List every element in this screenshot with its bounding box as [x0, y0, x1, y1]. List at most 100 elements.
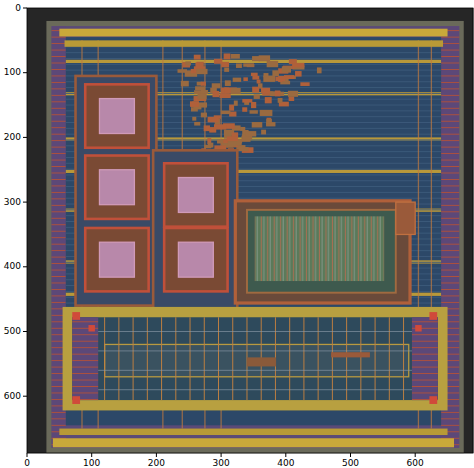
layout-image	[27, 8, 473, 453]
std-cell	[182, 62, 190, 67]
band-cell	[247, 357, 276, 366]
std-cell	[264, 73, 269, 77]
std-cell	[288, 91, 298, 97]
bond-pad	[85, 228, 148, 291]
x-tick-label: 300	[213, 459, 230, 468]
std-cell	[272, 70, 279, 76]
std-cell	[261, 88, 270, 94]
band-wire	[104, 317, 105, 400]
corner-via	[72, 312, 80, 320]
band-wire	[232, 317, 233, 400]
std-cell	[221, 62, 229, 67]
band-rail	[72, 317, 98, 400]
std-cell	[208, 117, 219, 123]
std-cell	[217, 140, 223, 144]
bond-pad	[164, 228, 227, 291]
std-cell	[252, 56, 260, 61]
band-wire	[218, 317, 219, 400]
std-cell	[194, 122, 200, 126]
std-cell	[233, 78, 242, 82]
x-tick-label: 600	[407, 459, 424, 468]
std-cell	[221, 111, 231, 115]
std-cell	[181, 81, 189, 87]
std-cell	[228, 141, 237, 147]
bottom-band-core	[72, 317, 438, 400]
band-wire	[346, 317, 347, 400]
x-tick-label: 400	[277, 459, 294, 468]
std-cell	[177, 69, 187, 73]
macro-core	[247, 210, 396, 293]
std-cell	[201, 90, 208, 94]
y-tick-label: 400	[4, 262, 21, 271]
std-cell	[208, 143, 214, 148]
std-cell	[295, 71, 302, 77]
std-cell	[254, 94, 260, 99]
std-cell	[214, 59, 222, 64]
std-cell	[229, 105, 234, 111]
bottom-rail	[59, 429, 447, 435]
band-track	[98, 370, 412, 371]
std-cell	[204, 125, 210, 131]
bottom-rail	[53, 438, 454, 447]
std-cell	[259, 55, 270, 61]
band-wire	[133, 317, 134, 400]
band-wire	[190, 317, 191, 400]
y-tick-label: 600	[4, 392, 21, 401]
band-cell	[331, 352, 370, 357]
bond-pad	[164, 163, 227, 226]
band-wires	[98, 317, 412, 400]
std-cell	[252, 87, 259, 93]
x-tick-label: 200	[148, 459, 165, 468]
corner-via	[415, 325, 421, 331]
x-tick-label: 100	[83, 459, 100, 468]
std-cells	[177, 53, 321, 154]
band-track	[98, 350, 412, 351]
std-cell	[245, 131, 256, 136]
std-cell	[250, 110, 258, 114]
std-cell	[257, 80, 261, 84]
std-cell	[251, 73, 258, 76]
std-cell	[275, 91, 280, 97]
corner-via	[72, 396, 80, 404]
band-wire	[332, 317, 333, 400]
std-cell	[260, 110, 273, 116]
band-wire	[175, 317, 176, 400]
std-cell	[234, 101, 238, 106]
std-cell	[261, 130, 266, 135]
std-cell	[195, 86, 205, 90]
bottom-band	[63, 307, 448, 411]
std-cell	[251, 102, 256, 108]
seal-ring	[46, 21, 463, 453]
band-wire	[360, 317, 361, 400]
vertical-stripes	[82, 40, 431, 428]
band-rail	[412, 317, 438, 400]
axis-ticks	[23, 8, 415, 457]
std-cell	[212, 83, 221, 88]
std-cell	[267, 61, 278, 67]
x-tick-label: 0	[24, 459, 30, 468]
corner-via	[429, 312, 437, 320]
band-wire	[204, 317, 205, 400]
std-cell	[185, 61, 191, 65]
core-area	[66, 37, 441, 425]
band-inner	[105, 344, 409, 376]
band-wire	[318, 317, 319, 400]
std-cell	[282, 66, 291, 72]
std-cell	[270, 91, 281, 96]
std-cell	[243, 63, 254, 66]
y-tick-label: 500	[4, 327, 21, 336]
band-wire	[403, 317, 404, 400]
pad-group	[153, 150, 237, 309]
top-rail	[65, 40, 443, 46]
std-cell	[198, 94, 207, 99]
y-tick-label: 100	[4, 68, 21, 77]
signal-track	[66, 52, 441, 53]
std-cell	[224, 53, 231, 59]
band-wire	[375, 317, 376, 400]
std-cell	[252, 76, 259, 80]
corner-via	[88, 325, 94, 331]
memory-array	[255, 216, 384, 281]
bond-pads	[85, 84, 227, 291]
bond-pad	[85, 84, 148, 147]
std-cell	[278, 98, 283, 103]
